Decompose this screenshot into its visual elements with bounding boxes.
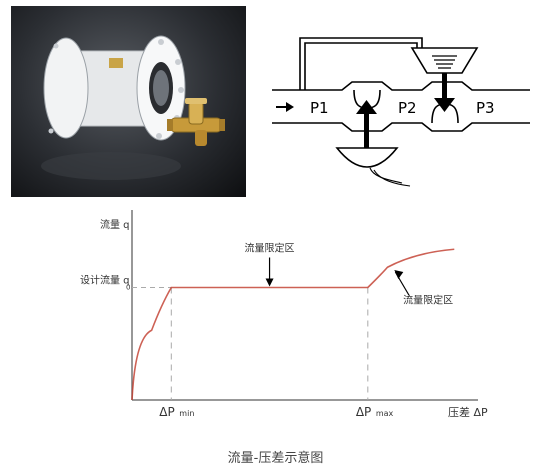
x-tick-label-0: ΔP [159, 405, 174, 419]
inlet-arrow-icon [286, 102, 294, 112]
annotation-arrowhead-right [394, 270, 404, 279]
spring [432, 55, 457, 69]
valve-illustration [41, 35, 225, 180]
y-axis-label: 流量 q [100, 218, 130, 231]
product-photo [11, 6, 246, 197]
upper-chamber [410, 47, 479, 74]
annotation-arrowhead-top [265, 278, 274, 287]
valve-schematic: P1 P2 P3 [272, 37, 530, 187]
pipe-top-wall [272, 81, 530, 91]
y-tick-q0-sub: 0 [126, 284, 130, 292]
x-tick-sub-0: min [179, 409, 194, 418]
annotation-flow-limit-right: 流量限定区 [403, 293, 453, 306]
lower-chamber [335, 147, 399, 168]
flow-curve [131, 248, 455, 401]
pipe-bottom-wall [272, 122, 530, 132]
y-tick-q0: 设计流量 q [80, 274, 130, 287]
x-tick-sub-1: max [376, 409, 394, 418]
label-p1: P1 [310, 99, 329, 117]
annotation-flow-limit-top: 流量限定区 [245, 242, 295, 255]
label-p2: P2 [398, 99, 417, 117]
x-axis-label: 压差 ΔP [448, 405, 488, 419]
up-arrow-icon [356, 100, 377, 114]
feedback-line [299, 37, 423, 90]
down-arrow-icon [434, 98, 455, 112]
label-p3: P3 [476, 99, 495, 117]
x-tick-label-1: ΔP [356, 405, 371, 419]
caption: 流量-压差示意图 [227, 451, 324, 466]
